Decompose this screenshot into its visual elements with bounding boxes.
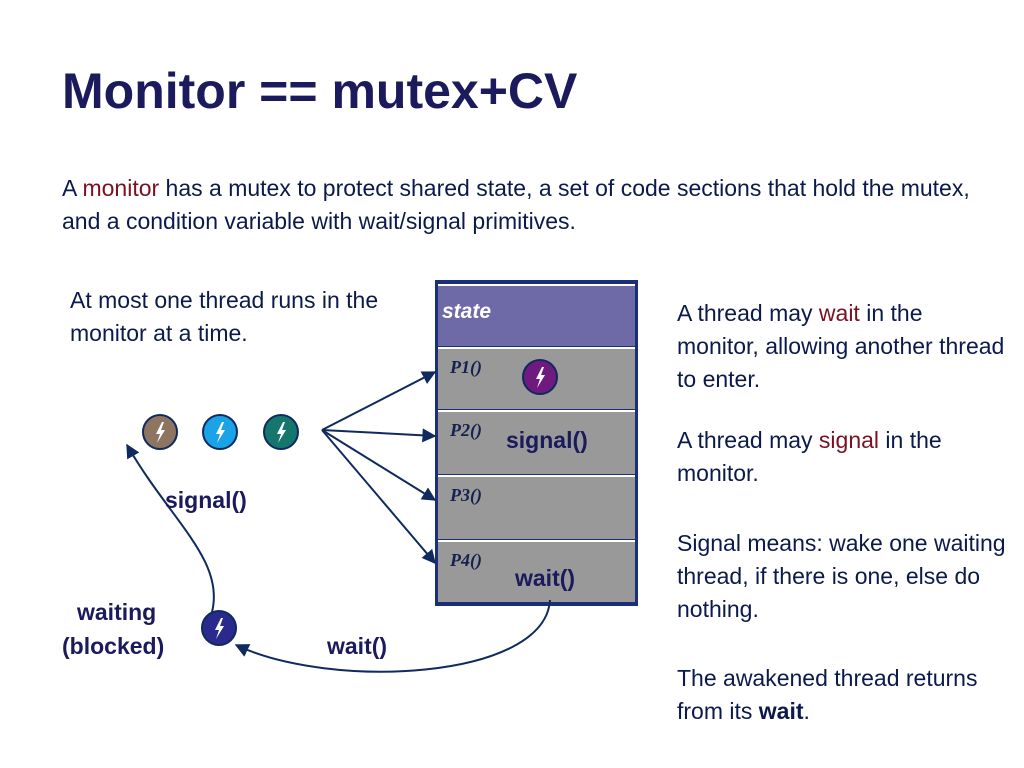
signal-note-pre: A thread may xyxy=(677,427,819,453)
wait-arc-label: wait() xyxy=(327,633,388,659)
signal-arc-arrow xyxy=(126,443,215,613)
awakened-pre: The awakened thread returns from its xyxy=(677,665,978,724)
thread-waiting-icon xyxy=(201,610,237,646)
wait-note-post: in the monitor, allowing another thread … xyxy=(677,300,1005,392)
thread-in-monitor-icon xyxy=(522,359,558,395)
signal-means-note: Signal means: wake one waiting thread, i… xyxy=(677,530,1006,622)
wait-note-pre: A thread may xyxy=(677,300,819,326)
procedure-label: P2() xyxy=(450,420,482,440)
left-note: At most one thread runs in the monitor a… xyxy=(70,287,379,346)
entry-arrow-p3 xyxy=(321,429,437,501)
procedure-p4: P4() xyxy=(438,540,635,602)
awakened-bold-wait: wait xyxy=(758,698,804,724)
wait-note-highlight: wait xyxy=(818,300,860,326)
procedure-label: P4() xyxy=(450,550,482,570)
state-label: state xyxy=(442,300,492,323)
signal-arc-label: signal() xyxy=(165,487,247,513)
procedure-label: P1() xyxy=(450,357,482,377)
entry-arrow-p1 xyxy=(321,371,437,431)
wait-in-monitor-label: wait() xyxy=(515,565,576,591)
intro-pre: A xyxy=(62,175,83,201)
blocked-label: (blocked) xyxy=(62,633,165,659)
wait-note: A thread may wait in the monitor, allowi… xyxy=(677,297,1007,396)
intro-post: has a mutex to protect shared state, a s… xyxy=(62,175,970,234)
signal-note-highlight: signal xyxy=(818,427,880,453)
slide-title: Monitor == mutex+CV xyxy=(62,63,578,119)
procedure-p3: P3() xyxy=(438,475,635,539)
signal-in-monitor-label: signal() xyxy=(506,427,588,453)
intro-paragraph: A monitor has a mutex to protect shared … xyxy=(62,172,1002,238)
signal-note: A thread may signal in the monitor. xyxy=(677,424,1007,490)
entry-arrow-p2 xyxy=(321,428,437,443)
signal-note-post: in the monitor. xyxy=(677,427,942,486)
state-cell: state xyxy=(438,284,635,346)
intro-highlight-monitor: monitor xyxy=(82,175,160,201)
waiting-label: waiting xyxy=(77,599,157,625)
thread-brown-icon xyxy=(142,414,178,450)
awakened-note: The awakened thread returns from its wai… xyxy=(677,662,1007,728)
awakened-post: . xyxy=(803,698,810,724)
entry-arrow-p4 xyxy=(321,429,436,565)
thread-teal-icon xyxy=(263,414,299,450)
wait-arc-arrow xyxy=(234,599,551,673)
procedure-p2: P2() xyxy=(438,410,635,474)
procedure-label: P3() xyxy=(450,485,482,505)
thread-cyan-icon xyxy=(202,414,238,450)
